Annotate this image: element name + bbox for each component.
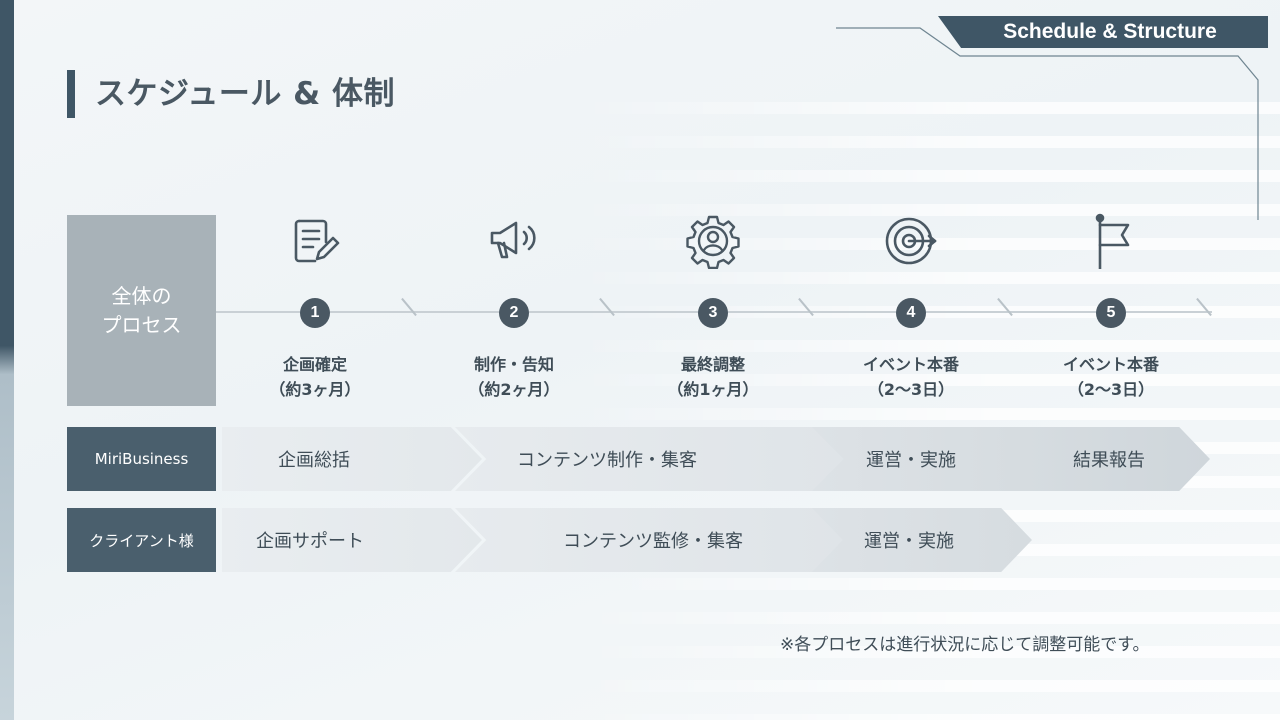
step-duration: （約3ヶ月） [269, 380, 361, 399]
task-label: コンテンツ監修・集客 [563, 531, 743, 552]
footnote: ※各プロセスは進行状況に応じて調整可能です。 [780, 635, 1150, 655]
step-label: 最終調整 （約1ヶ月） [633, 352, 793, 402]
megaphone-icon [486, 213, 542, 269]
step-duration: （2〜3日） [1067, 380, 1155, 399]
task-arrow: 結果報告 [990, 427, 1210, 491]
flag-icon [1086, 213, 1142, 269]
step-name: イベント本番 [862, 355, 959, 374]
document-edit-icon [287, 213, 343, 269]
step-duration: （約1ヶ月） [667, 380, 759, 399]
step-duration: （約2ヶ月） [468, 380, 560, 399]
step-name: 企画確定 [282, 355, 347, 374]
step-name: 最終調整 [680, 355, 745, 374]
step-number: 1 [300, 298, 330, 328]
task-label: 企画総括 [278, 450, 350, 471]
step-name: イベント本番 [1062, 355, 1159, 374]
gear-user-icon [685, 213, 741, 269]
step-number: 4 [896, 298, 926, 328]
task-label: 運営・実施 [864, 531, 954, 552]
page-title: スケジュール & 体制 [95, 76, 395, 112]
step-number: 5 [1096, 298, 1126, 328]
step-label: 企画確定 （約3ヶ月） [235, 352, 395, 402]
step-label: イベント本番 （2〜3日） [1031, 352, 1191, 402]
task-arrow: 運営・実施 [812, 427, 1022, 491]
step-label: 制作・告知 （約2ヶ月） [434, 352, 594, 402]
task-arrow: コンテンツ制作・集客 [455, 427, 845, 491]
target-icon [883, 213, 939, 269]
task-arrow: 企画サポート [222, 508, 482, 572]
row-label-client: クライアント様 [67, 508, 216, 572]
left-accent-bar [0, 0, 14, 720]
step-number: 2 [499, 298, 529, 328]
row-label-miribusiness: MiriBusiness [67, 427, 216, 491]
step-label: イベント本番 （2〜3日） [831, 352, 991, 402]
step-number: 3 [698, 298, 728, 328]
title-accent-bar [67, 70, 75, 118]
process-label: 全体の プロセス [67, 215, 216, 406]
task-label: 企画サポート [256, 531, 364, 552]
task-label: 結果報告 [1073, 450, 1145, 471]
task-arrow: コンテンツ監修・集客 [455, 508, 845, 572]
header-tab-label: Schedule & Structure [1003, 20, 1217, 43]
task-arrow: 企画総括 [222, 427, 482, 491]
process-label-line1: 全体の [111, 283, 172, 308]
step-duration: （2〜3日） [867, 380, 955, 399]
step-name: 制作・告知 [473, 355, 554, 374]
task-arrow: 運営・実施 [812, 508, 1032, 572]
task-label: コンテンツ制作・集客 [517, 450, 697, 471]
process-label-line2: プロセス [101, 312, 182, 337]
task-label: 運営・実施 [866, 450, 956, 471]
header-tab: Schedule & Structure [938, 16, 1268, 48]
background-stripes [560, 80, 1280, 720]
